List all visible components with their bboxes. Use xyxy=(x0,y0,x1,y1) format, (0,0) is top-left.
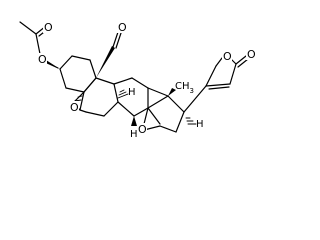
chemical-structure-diagram: O O O O O O O H H H CH3 xyxy=(19,21,256,140)
methyl-c18-main: CH xyxy=(175,81,190,92)
hydrogen-c17-label: H xyxy=(196,119,204,130)
butenolide-ring xyxy=(183,55,249,113)
methyl-c18-subscript: 3 xyxy=(190,87,194,95)
h-c17-bond xyxy=(185,117,197,125)
ring-d xyxy=(147,87,185,133)
aldehyde-oxygen-label: O xyxy=(118,21,127,34)
aldehyde-group xyxy=(96,31,122,78)
acetate-ester-oxygen-label: O xyxy=(38,53,47,66)
hydrogen-c8-label: H xyxy=(130,129,138,140)
hydrogen-c9-label: H xyxy=(128,87,136,98)
ring-c xyxy=(113,77,149,117)
lactone-ring-oxygen-label: O xyxy=(223,50,232,63)
atom-labels: O O O O O O O H H H CH3 xyxy=(37,21,256,140)
epoxide-a-oxygen-label: O xyxy=(70,101,79,114)
h-c9-bond xyxy=(117,89,129,99)
lactone-carbonyl-oxygen-label: O xyxy=(247,48,256,61)
epoxide-b-oxygen-label: O xyxy=(138,123,147,136)
h-c8-bond xyxy=(131,116,137,126)
methyl-c18-label: CH3 xyxy=(175,81,194,95)
ring-b xyxy=(79,77,119,117)
acetate-carbonyl-oxygen-label: O xyxy=(44,21,53,34)
methyl-c18-bond xyxy=(168,88,176,96)
